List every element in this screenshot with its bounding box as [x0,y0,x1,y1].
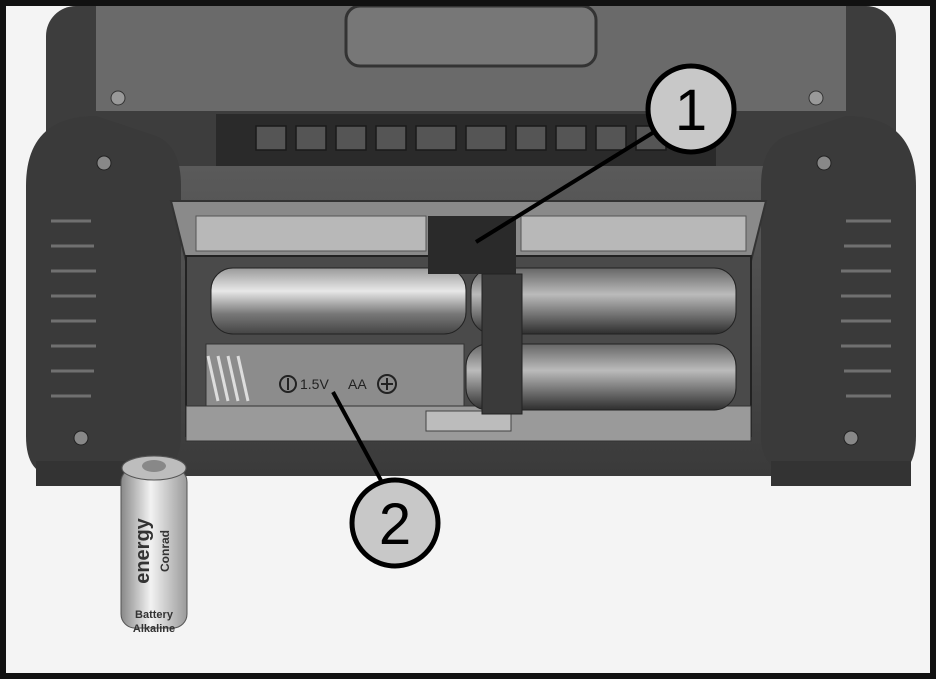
polarity-marking: 1.5V AA [279,374,397,394]
battery-brand-text: Conrad [158,530,172,572]
right-grip [761,116,916,476]
battery-top-left [210,267,467,335]
connector-strip [216,114,716,169]
right-foot [771,461,911,486]
callout-1-leader [474,130,656,244]
device-photo: 1.5V AA energy Conrad Battery Alkaline 1… [26,6,916,635]
voltage-label: 1.5V [300,376,329,392]
battery-chemistry-text: Alkaline [133,623,175,635]
callout-1-number: 1 [675,78,707,143]
loose-aa-battery: energy Conrad Battery Alkaline [120,455,188,635]
callout-2-number: 2 [379,492,411,557]
battery-type-text: Battery [135,609,174,621]
battery-line-text: energy [132,517,154,583]
battery-top-right [470,267,737,335]
callout-2: 2 [349,477,441,569]
left-grip [26,116,181,476]
left-foot [36,461,126,486]
battery-bottom-right [465,343,737,411]
spring-contact [206,355,250,402]
divider-strap[interactable] [428,216,523,415]
size-label: AA [348,376,367,392]
callout-1: 1 [645,63,737,155]
callout-2-leader [331,391,386,487]
installed-batteries [205,267,737,411]
